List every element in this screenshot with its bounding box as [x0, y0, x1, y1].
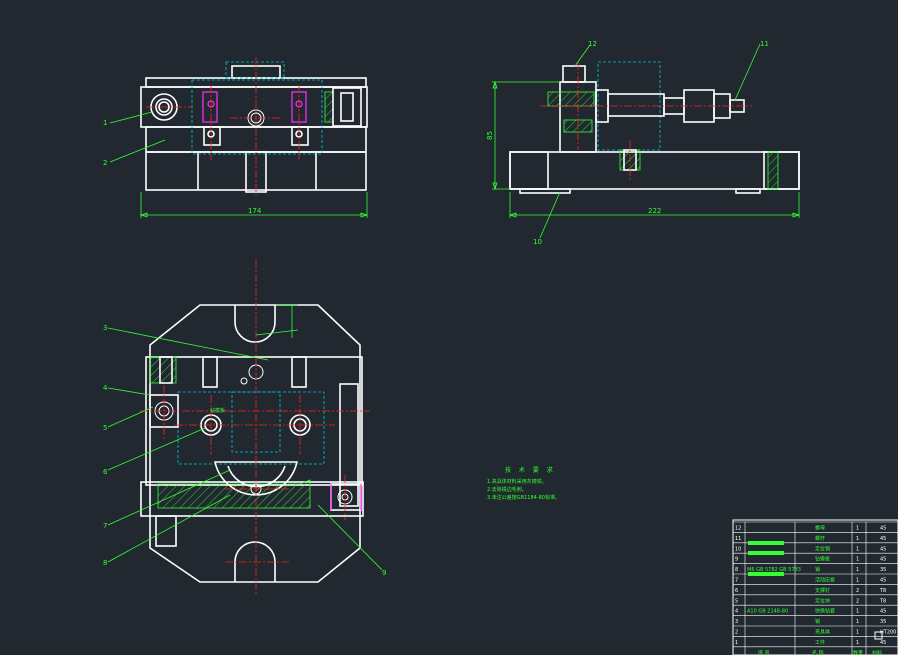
bom-std: M6 GB 5782 GB 5783	[747, 567, 801, 573]
bom-mat: 45	[880, 578, 886, 584]
technical-requirements: 技 术 要 求 1.夹具体材料采用灰铸铁。 2.去除锐边毛刺。 3.未注公差按G…	[487, 466, 560, 501]
bom-name: 夹具体	[815, 629, 830, 636]
tech-req-item-1: 1.夹具体材料采用灰铸铁。	[487, 478, 547, 485]
bom-seq: 4	[735, 609, 738, 615]
bom-qty: 1	[856, 619, 859, 625]
bom-qty: 2	[856, 598, 859, 604]
part-label-3: 3	[103, 324, 107, 332]
part-label-11: 11	[760, 40, 769, 48]
bom-seq: 6	[735, 588, 738, 594]
bom-header-qty: 数量	[853, 649, 863, 655]
bom-name: 定位销	[815, 545, 830, 552]
bom-seq: 9	[735, 557, 738, 563]
bom-mat: T8	[879, 598, 886, 604]
tech-req-title: 技 术 要 求	[505, 466, 556, 474]
bom-mat: 35	[880, 619, 886, 625]
bom-name: 螺母	[815, 525, 825, 532]
plan-center-text: 钻模板	[210, 407, 225, 414]
bom-seq: 8	[735, 567, 738, 573]
bom-mat: 45	[880, 609, 886, 615]
bom-header-name: 名 称	[812, 649, 824, 655]
bom-qty: 1	[856, 640, 859, 646]
bom-fill-bar-9	[748, 551, 784, 555]
bom-seq: 11	[735, 536, 741, 542]
tech-req-item-2: 2.去除锐边毛刺。	[487, 486, 527, 493]
bom-mat: 45	[880, 640, 886, 646]
bom-name: 销	[815, 618, 820, 625]
dimension-top-width: 174	[248, 207, 262, 215]
part-label-4: 4	[103, 384, 108, 392]
part-numbers: 1 2 3 4 5 6 7 8 9 10 11 12	[103, 40, 769, 577]
side-view: 85 222	[486, 61, 801, 218]
bom-name: 支撑钉	[815, 587, 830, 594]
bom-mat: 45	[880, 536, 886, 542]
bom-seq: 2	[735, 630, 738, 636]
part-label-12: 12	[588, 40, 597, 48]
bom-fill-bar-10	[748, 541, 784, 545]
bom-seq: 3	[735, 619, 738, 625]
bom-header-mat: 材料	[872, 649, 882, 655]
part-label-5: 5	[103, 424, 107, 432]
bom-std: A10 GB 2148-80	[747, 609, 788, 615]
bom-header-seq: 序 号	[758, 649, 770, 655]
bom-name: 工件	[815, 639, 825, 646]
bom-qty: 2	[856, 588, 859, 594]
bom-qty: 1	[856, 546, 859, 552]
part-label-10: 10	[533, 238, 542, 246]
bom-name: 销	[815, 566, 820, 573]
bom-mat: 35	[880, 567, 886, 573]
dimension-side-width: 222	[648, 207, 661, 215]
part-label-2: 2	[103, 159, 107, 167]
bom-qty: 1	[856, 526, 859, 532]
part-label-7: 7	[103, 522, 107, 530]
leader-lines	[107, 43, 761, 571]
bom-qty: 1	[856, 630, 859, 636]
bom-mat: 45	[880, 546, 886, 552]
bom-name: 钻模板	[815, 556, 830, 563]
bom-seq: 10	[735, 546, 741, 552]
bom-name: 螺杆	[815, 535, 825, 542]
bom-name: 活动压板	[815, 577, 835, 584]
bom-name: 快换钻套	[815, 608, 835, 615]
bom-qty: 1	[856, 536, 859, 542]
bom-crosshair	[874, 631, 883, 640]
part-label-1: 1	[103, 119, 107, 127]
part-label-6: 6	[103, 468, 108, 476]
bom-mat: HT200	[880, 630, 896, 636]
bom-mat: T8	[879, 588, 886, 594]
bom-seq: 1	[735, 640, 738, 646]
bom-mat: 45	[880, 526, 886, 532]
bom-qty: 1	[856, 557, 859, 563]
bom-qty: 1	[856, 609, 859, 615]
front-view: 174	[139, 58, 369, 218]
bom-seq: 5	[735, 598, 738, 604]
part-label-8: 8	[103, 559, 107, 567]
tech-req-item-3: 3.未注公差按GB1184-80标准。	[487, 494, 560, 501]
bom-qty: 1	[856, 567, 859, 573]
bom-name: 定位块	[815, 597, 830, 604]
part-label-9: 9	[382, 569, 386, 577]
bom-mat: 45	[880, 557, 886, 563]
bom-qty: 1	[856, 578, 859, 584]
bom-fill-bar-7	[748, 572, 784, 576]
bom-seq: 7	[735, 578, 738, 584]
plan-view: 钻模板	[140, 260, 370, 595]
bom-seq: 12	[735, 526, 741, 532]
dimension-side-height: 85	[486, 131, 494, 140]
